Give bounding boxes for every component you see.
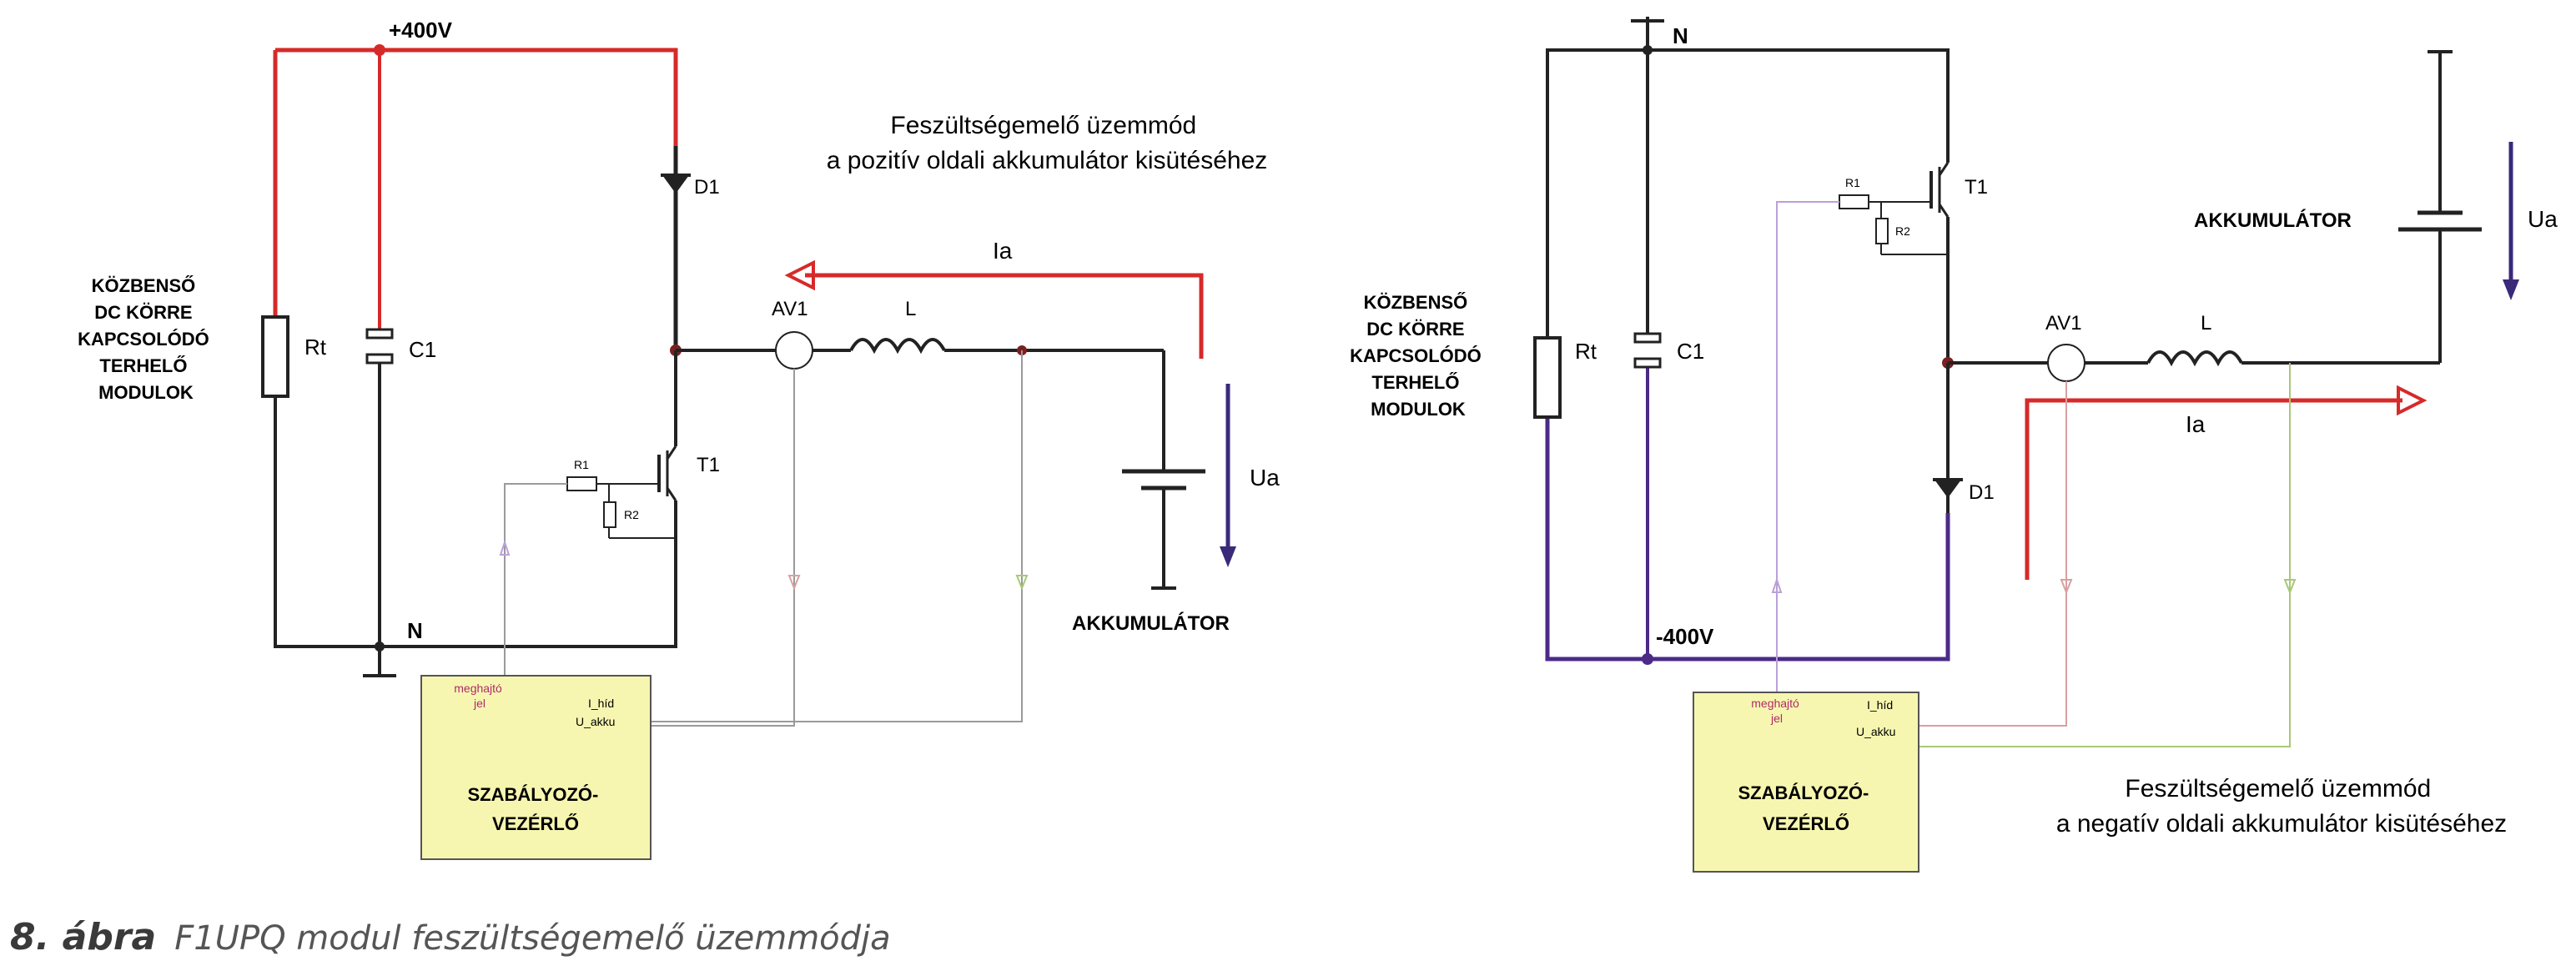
right-ia-arrow xyxy=(2025,398,2402,580)
right-c1-capacitor-bottom xyxy=(1633,357,1662,369)
right-controller-box xyxy=(1693,692,1919,873)
left-supply-label: +400V xyxy=(389,18,453,43)
left-c1-label: C1 xyxy=(409,337,436,362)
left-l-label: L xyxy=(905,298,916,320)
left-av1-sensor xyxy=(775,331,813,370)
right-block-label: KÖZBENSŐ DC KÖRRE KAPCSOLÓDÓ TERHELŐ MOD… xyxy=(1350,292,1487,420)
left-d1-label: D1 xyxy=(694,176,720,199)
left-c1-capacitor-top xyxy=(365,328,394,340)
left-circuit: +400V N Rt C1 KÖZBENSŐ DC KÖRRE KAPCSOLÓ… xyxy=(78,18,1280,860)
right-negative-rail xyxy=(1545,417,1950,662)
left-ua-label: Ua xyxy=(1250,465,1280,491)
right-neutral-rail xyxy=(1546,48,1950,338)
left-controller-box xyxy=(420,675,652,860)
left-battery-label: AKKUMULÁTOR xyxy=(1072,611,1230,635)
left-drive-wire xyxy=(504,483,567,676)
right-circuit: N -400V Rt C1 KÖZBENSŐ DC KÖRRE KAPCSOLÓ… xyxy=(1350,17,2558,873)
right-r1-resistor xyxy=(1839,194,1869,209)
right-uakku-label: U_akku xyxy=(1856,725,1895,738)
right-r1-label: R1 xyxy=(1845,176,1860,189)
right-neutral-label: N xyxy=(1673,23,1688,48)
left-av1-label: AV1 xyxy=(772,298,808,320)
right-ia-label: Ia xyxy=(2186,411,2206,437)
left-neutral-rail xyxy=(274,396,677,648)
left-current-sense-wire xyxy=(651,369,795,727)
left-neutral-label: N xyxy=(407,618,423,643)
right-current-sense-wire xyxy=(1919,381,2067,727)
right-title: Feszültségemelő üzemmód a negatív oldali… xyxy=(2056,775,2507,838)
left-ia-label: Ia xyxy=(993,238,1013,264)
left-ihid-label: I_híd xyxy=(588,697,614,710)
left-neutral-node xyxy=(375,642,385,652)
left-d1-diode xyxy=(662,175,689,194)
left-c1-capacitor-bottom xyxy=(365,353,394,365)
left-positive-rail xyxy=(273,48,678,317)
left-r1-label: R1 xyxy=(574,458,589,471)
left-t1-label: T1 xyxy=(697,454,720,476)
right-rt-resistor xyxy=(1533,336,1562,419)
right-r2-label: R2 xyxy=(1895,224,1910,238)
left-controller-name: SZABÁLYOZÓ- VEZÉRLŐ xyxy=(468,784,604,834)
left-r1-resistor xyxy=(566,476,597,491)
right-ihid-label: I_híd xyxy=(1867,698,1893,712)
left-r2-label: R2 xyxy=(624,508,639,521)
left-uakku-label: U_akku xyxy=(576,715,615,728)
right-av1-label: AV1 xyxy=(2045,312,2082,335)
right-rt-label: Rt xyxy=(1575,339,1597,364)
right-l-label: L xyxy=(2201,312,2211,335)
figure-caption: 8. ábra F1UPQ modul feszültségemelő üzem… xyxy=(10,916,891,958)
right-c1-capacitor-top xyxy=(1633,332,1662,344)
left-rt-label: Rt xyxy=(304,335,327,360)
left-voltage-sense-wire xyxy=(651,350,1023,722)
right-voltage-sense-wire xyxy=(1919,363,2291,747)
left-block-label: KÖZBENSŐ DC KÖRRE KAPCSOLÓDÓ TERHELŐ MOD… xyxy=(78,275,214,403)
left-rt-resistor xyxy=(261,315,289,398)
right-d1-diode xyxy=(1935,480,1961,498)
right-controller-name: SZABÁLYOZÓ- VEZÉRLŐ xyxy=(1738,782,1874,834)
left-top-node xyxy=(374,44,385,56)
left-ia-arrow xyxy=(805,273,1204,359)
right-av1-sensor xyxy=(2047,344,2085,382)
right-drive-label: meghajtó jel xyxy=(1751,697,1802,725)
right-t1-label: T1 xyxy=(1965,176,1988,199)
left-drive-label: meghajtó jel xyxy=(454,682,505,710)
right-d1-label: D1 xyxy=(1969,481,1995,504)
left-r2-resistor xyxy=(603,501,616,528)
right-l-inductor xyxy=(2146,350,2243,367)
left-l-inductor xyxy=(849,338,946,355)
right-supply-label: -400V xyxy=(1656,624,1714,649)
right-c1-label: C1 xyxy=(1677,339,1704,364)
left-title: Feszültségemelő üzemmód a pozitív oldali… xyxy=(827,112,1268,174)
right-ua-label: Ua xyxy=(2528,206,2558,232)
right-battery-label: AKKUMULÁTOR xyxy=(2194,209,2352,232)
right-r2-resistor xyxy=(1875,218,1889,244)
right-drive-wire xyxy=(1776,201,1839,692)
